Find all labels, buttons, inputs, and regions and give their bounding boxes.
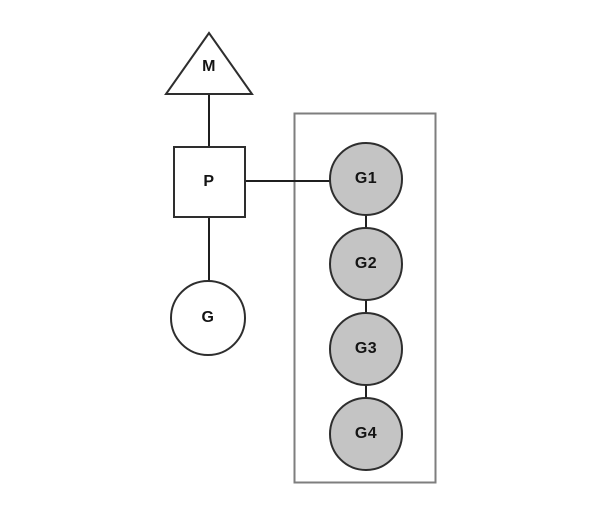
node-g1-label: G1 [354, 170, 378, 187]
node-m-triangle [164, 31, 254, 95]
node-g4-label: G4 [354, 425, 378, 442]
node-g2-label: G2 [354, 255, 378, 272]
node-m-label: M [202, 58, 216, 75]
node-g2-circle [329, 227, 403, 301]
node-g4-circle [329, 397, 403, 471]
node-p-label: P [203, 173, 215, 190]
node-g3-label: G3 [354, 340, 378, 357]
node-g1-circle [329, 142, 403, 216]
node-g-circle [170, 280, 246, 356]
node-g-label: G [201, 309, 215, 326]
node-g3-circle [329, 312, 403, 386]
node-p-square [173, 146, 246, 218]
